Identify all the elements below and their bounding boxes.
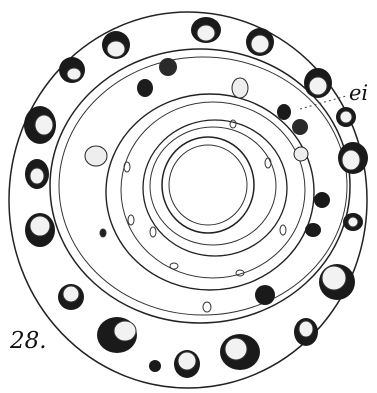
ei-annotation-label: ei (349, 81, 368, 105)
figure-number-label: 28. (10, 328, 47, 354)
